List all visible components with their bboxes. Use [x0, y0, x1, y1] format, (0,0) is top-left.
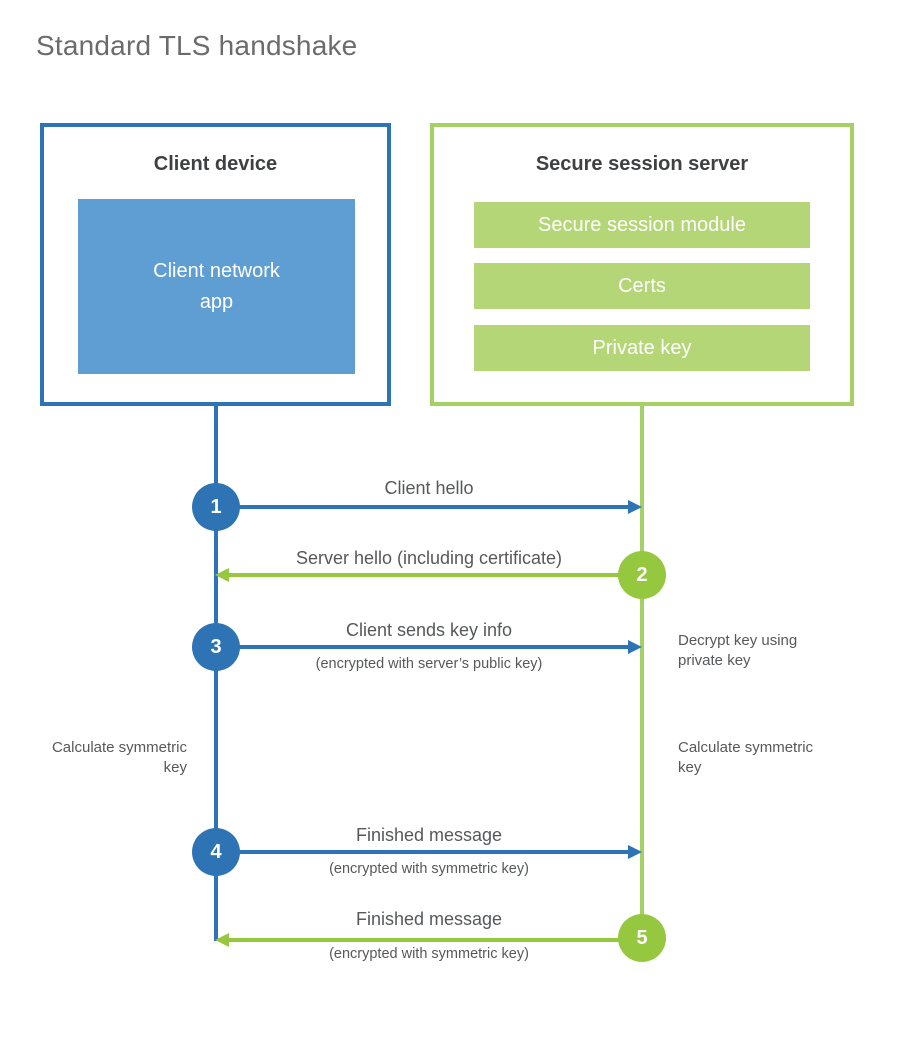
server-module-certs: Certs	[474, 263, 810, 309]
step5-sublabel: (encrypted with symmetric key)	[329, 946, 529, 962]
step1-arrow-line	[216, 505, 629, 509]
client-network-app-box: Client network app	[78, 199, 355, 374]
step4-badge: 4	[192, 828, 240, 876]
step2-arrowhead-icon	[215, 568, 229, 582]
server-module-secure-session: Secure session module	[474, 202, 810, 248]
step1-label: Client hello	[384, 478, 474, 498]
step3-label: Client sends key info	[345, 620, 513, 640]
step4-arrow-line	[216, 850, 629, 854]
client-network-app-label: Client network app	[153, 259, 280, 313]
step5-badge: 5	[618, 914, 666, 962]
step3-arrow-line	[216, 645, 629, 649]
step3-arrowhead-icon	[628, 640, 642, 654]
step5-arrowhead-icon	[215, 933, 229, 947]
note-calculate-symmetric-key-server: Calculate symmetric key	[678, 739, 814, 776]
step4-label: Finished message	[355, 825, 503, 845]
step1-badge: 1	[192, 483, 240, 531]
step2-badge: 2	[618, 551, 666, 599]
step5-arrow-line	[229, 938, 642, 942]
step4-sublabel: (encrypted with symmetric key)	[329, 861, 529, 877]
client-lifeline	[214, 406, 218, 941]
step5-label: Finished message	[355, 909, 503, 929]
step2-label: Server hello (including certificate)	[295, 548, 563, 568]
note-decrypt-key: Decrypt key using private key	[678, 632, 798, 669]
diagram-title: Standard TLS handshake	[36, 30, 358, 61]
step4-arrowhead-icon	[628, 845, 642, 859]
step3-sublabel: (encrypted with server’s public key)	[315, 656, 543, 672]
server-lifeline	[640, 406, 644, 938]
step3-badge: 3	[192, 623, 240, 671]
note-calculate-symmetric-key-client: Calculate symmetric key	[51, 739, 187, 776]
client-device-title: Client device	[153, 153, 278, 175]
server-title: Secure session server	[535, 153, 749, 175]
step1-arrowhead-icon	[628, 500, 642, 514]
server-module-private-key: Private key	[474, 325, 810, 371]
step2-arrow-line	[229, 573, 642, 577]
